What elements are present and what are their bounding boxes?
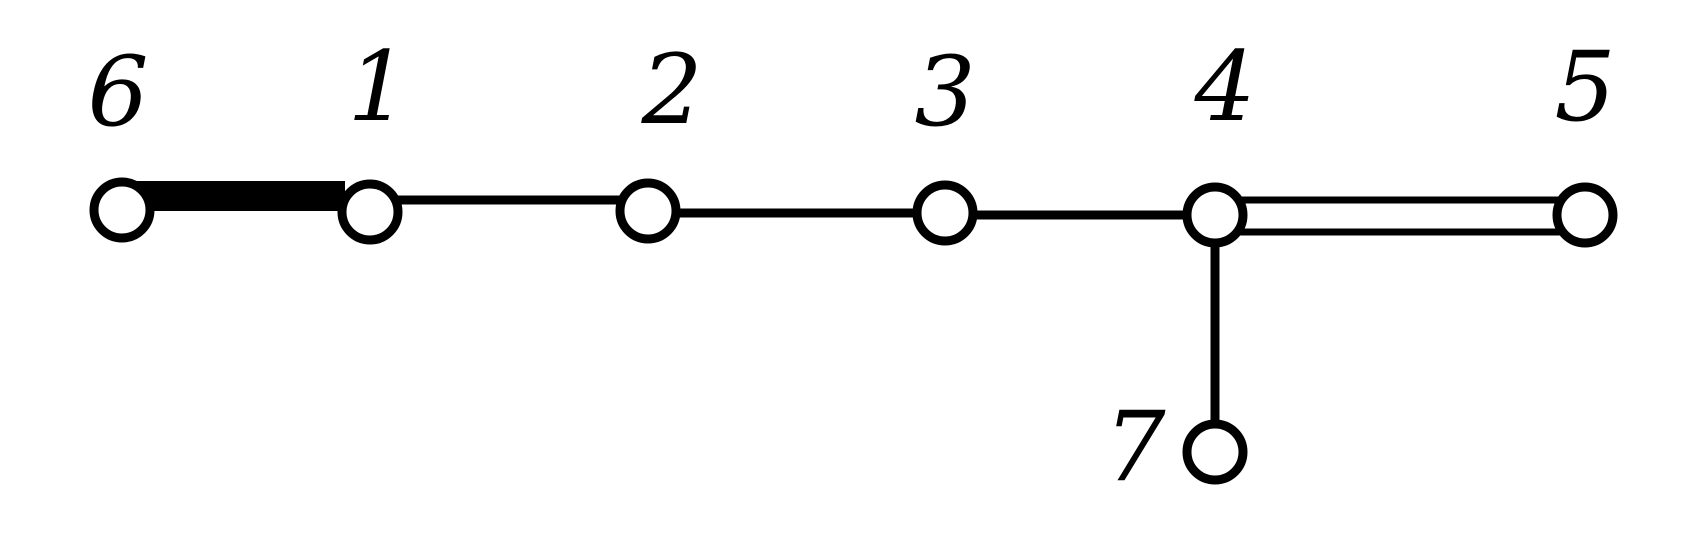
node-label-4: 4 [1193,31,1255,143]
node-label-3: 3 [914,36,975,148]
node-2 [615,178,681,244]
node-label-6: 6 [87,36,148,148]
node-5 [1552,182,1618,248]
node-3 [912,180,978,246]
nodes [89,177,1618,485]
edge-4-5 [1236,196,1560,236]
node-label-5: 5 [1554,31,1615,143]
node-1 [337,179,403,245]
node-label-2: 2 [640,34,702,146]
edges [122,181,1560,420]
node-6 [89,177,155,243]
node-labels: 6 1 2 3 4 5 7 [87,31,1615,503]
node-7 [1182,419,1248,485]
node-label-7: 7 [1104,391,1165,503]
node-4 [1182,182,1248,248]
node-label-1: 1 [347,31,408,143]
